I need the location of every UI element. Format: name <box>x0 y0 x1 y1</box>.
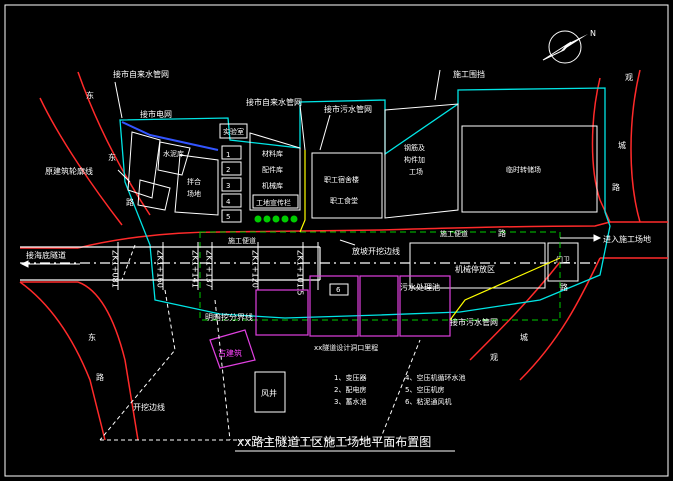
road-left-2: 东 <box>108 152 116 162</box>
label-lab: 实验室 <box>223 127 244 136</box>
legend-6: 6、粘泥通风机 <box>405 397 451 406</box>
label-gate: 门卫 <box>556 255 570 264</box>
label-temp-yard: 临时转储场 <box>506 165 541 174</box>
label-fengjing: 风井 <box>261 388 277 398</box>
site-boundary <box>119 87 611 319</box>
label-mech-area: 机械停放区 <box>455 264 495 274</box>
label-parts-store: 配件库 <box>262 165 283 174</box>
label-sewage: 污水处理池 <box>400 282 440 292</box>
road-right-2: 城 <box>618 141 626 150</box>
label-rebar-2: 构件加 <box>404 155 425 164</box>
north-label: N <box>590 29 596 38</box>
label-sewer-bottom: 接市污水管网 <box>450 317 498 327</box>
road-bottom-3: 路 <box>560 282 568 292</box>
label-wash-line: 原建筑轮廓线 <box>45 166 93 176</box>
label-n4: 4 <box>226 198 231 206</box>
label-material-store: 材料库 <box>262 149 283 158</box>
label-open-line: 开挖边线 <box>133 402 165 412</box>
label-worksheet: 工地宣传栏 <box>256 198 291 207</box>
label-n1: 1 <box>226 151 230 159</box>
label-connect-tunnel: 接海底隧道 <box>26 250 66 260</box>
north-arrow-icon: N <box>542 29 596 64</box>
label-shield: 明暗挖分界线 <box>205 312 253 322</box>
label-sewer-top: 接市污水管网 <box>324 104 372 114</box>
label-machine-store: 机械库 <box>262 181 283 190</box>
roads <box>19 69 668 441</box>
road-left-4: 东 <box>88 332 96 342</box>
pink-areas <box>209 275 451 369</box>
label-enter-site: 进入施工场地 <box>603 234 651 244</box>
label-mixing-1: 拌合 <box>187 177 201 186</box>
label-fence: 施工围挡 <box>453 69 485 79</box>
label-ancient: 古建筑 <box>218 348 242 358</box>
label-mixing-2: 场地 <box>187 189 201 198</box>
label-power: 接市电网 <box>140 109 172 119</box>
label-road-upper: 施工便道 <box>440 229 468 238</box>
drawing-frame <box>4 4 669 477</box>
drawing-title: xx路主隧道工区施工场地平面布置图 <box>237 434 431 449</box>
label-right-road: 路 <box>498 228 506 238</box>
legend-5: 5、空压机房 <box>405 385 444 394</box>
road-left-5: 路 <box>96 372 104 382</box>
label-canteen: 职工食堂 <box>330 196 358 205</box>
label-rebar-3: 工场 <box>409 167 423 176</box>
road-bottom-1: 观 <box>490 353 498 362</box>
label-n3: 3 <box>226 182 230 190</box>
sewer-pipe <box>299 150 306 233</box>
label-construction-road: 施工便道 <box>228 236 256 245</box>
stake-6: ZK1+101.5 <box>296 250 305 295</box>
stake-5: ZK1+120 <box>251 250 260 288</box>
label-n2: 2 <box>226 166 230 174</box>
label-water-top-left: 接市自来水管网 <box>113 69 169 79</box>
label-cement: 水泥库 <box>163 149 184 158</box>
power-line <box>121 121 219 151</box>
label-rebar-1: 钢筋及 <box>404 143 425 152</box>
tunnel <box>20 246 600 281</box>
legend-3: 3、蓄水池 <box>334 397 366 406</box>
road-right-1: 观 <box>625 73 633 82</box>
road-left-1: 东 <box>86 90 94 100</box>
label-n5: 5 <box>226 213 230 221</box>
road-left-3: 路 <box>126 197 134 207</box>
legend-2: 2、配电房 <box>334 385 366 394</box>
stake-1: ZK1+081 <box>111 250 120 288</box>
construction-zone <box>199 231 561 321</box>
dashed-lines <box>99 244 421 441</box>
sewer-pipe-2 <box>449 257 561 321</box>
label-tunnel-design: xx隧道设计洞口里程 <box>314 343 378 352</box>
stake-4: ZK1+137 <box>205 250 214 288</box>
arrows <box>20 69 602 268</box>
road-bottom-2: 城 <box>520 333 528 342</box>
label-staff-dorm: 职工宿舍楼 <box>324 175 359 184</box>
legend-4: 4、空压机循环水池 <box>405 373 465 382</box>
stake-lines <box>117 242 319 290</box>
stake-2: ZK1+160 <box>156 250 165 288</box>
legend-1: 1、变压器 <box>334 373 366 382</box>
label-water-top-mid: 接市自来水管网 <box>246 97 302 107</box>
road-right-3: 路 <box>612 182 620 192</box>
label-slope-line: 放坡开挖边线 <box>352 246 400 256</box>
label-n6: 6 <box>336 286 341 294</box>
stake-3: ZK1+141 <box>191 250 200 288</box>
tree-row <box>254 215 298 223</box>
buildings <box>127 103 598 413</box>
